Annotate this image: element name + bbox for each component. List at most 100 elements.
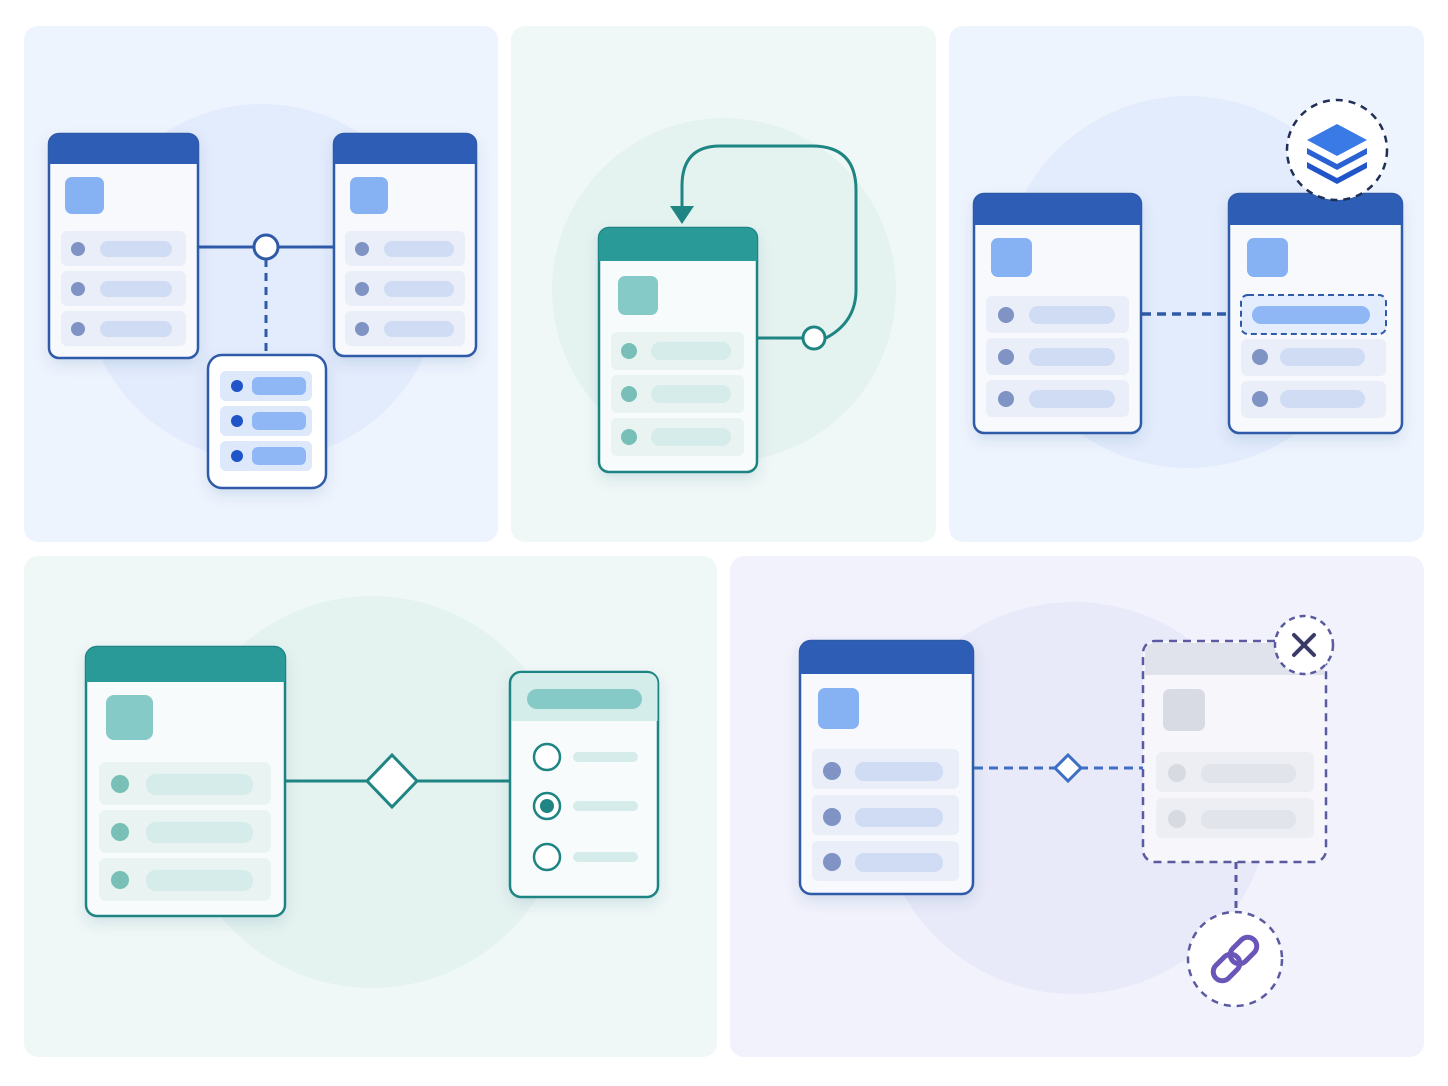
- row-bar: [146, 774, 253, 795]
- row-bar: [1029, 348, 1115, 366]
- row-bar: [855, 853, 943, 872]
- choice-options: [532, 742, 638, 872]
- row-dot: [1252, 349, 1268, 365]
- row-dot: [1252, 391, 1268, 407]
- close-x-icon[interactable]: [1273, 614, 1335, 676]
- row-bar: [1201, 764, 1296, 783]
- row-dot: [1168, 764, 1186, 782]
- card-rows: [61, 231, 186, 346]
- card-avatar-icon: [991, 238, 1032, 277]
- link-badge-circle: [1186, 910, 1284, 1008]
- layers-stack-icon: [1285, 98, 1389, 202]
- card-rows: [812, 749, 959, 881]
- ghost-record-card: [1141, 639, 1328, 864]
- card-avatar-icon: [618, 276, 658, 315]
- row-dot: [231, 380, 243, 392]
- row-bar: [252, 377, 306, 395]
- layer-top: [1307, 124, 1367, 156]
- row-dot: [621, 386, 637, 402]
- layer-middle: [1307, 148, 1367, 170]
- choice-card: [508, 670, 660, 899]
- row-dot: [71, 322, 85, 336]
- row-bar: [384, 241, 454, 257]
- row-bar: [252, 447, 306, 465]
- card-rows: [99, 762, 271, 901]
- row-bar: [100, 281, 172, 297]
- row-bar: [1029, 306, 1115, 324]
- row-bar: [651, 385, 731, 403]
- ghost-avatar-icon: [1163, 689, 1205, 731]
- lookup-rows: [220, 371, 312, 471]
- card-rows: [611, 332, 744, 456]
- option-bar: [573, 852, 638, 862]
- card-avatar-icon: [106, 695, 153, 740]
- diamond-connector-icon: [1052, 752, 1084, 784]
- choice-title-bar: [527, 689, 642, 709]
- row-bar: [384, 281, 454, 297]
- card-header: [49, 134, 198, 164]
- row-dot: [355, 242, 369, 256]
- row-dot: [71, 282, 85, 296]
- row-dot: [355, 322, 369, 336]
- row-dot: [621, 343, 637, 359]
- close-cross: [1292, 633, 1316, 657]
- card-rows: [1240, 294, 1387, 418]
- card-header: [974, 194, 1141, 225]
- option-bar: [573, 752, 638, 762]
- radio-selected-dot: [540, 799, 554, 813]
- row-dot: [111, 823, 129, 841]
- panel-2-self-reference: [597, 144, 858, 474]
- option-bar: [573, 801, 638, 811]
- card-avatar-icon: [1247, 238, 1288, 277]
- row-bar: [855, 762, 943, 781]
- radio-button-icon[interactable]: [532, 842, 562, 872]
- row-bar: [651, 428, 731, 446]
- panel-1-table-with-lookup: [47, 132, 478, 490]
- row-bar: [100, 241, 172, 257]
- row-dot: [621, 429, 637, 445]
- row-bar: [252, 412, 306, 430]
- card-header: [599, 228, 757, 261]
- loop-node: [801, 325, 827, 351]
- row-bar: [1201, 810, 1296, 829]
- row-bar: [1280, 348, 1365, 366]
- row-dot: [823, 808, 841, 826]
- card-body: [508, 670, 660, 899]
- row-dot: [355, 282, 369, 296]
- row-dot: [823, 853, 841, 871]
- row-dot: [111, 775, 129, 793]
- link-segment: [1227, 934, 1260, 967]
- panel-3-layered-link: [972, 98, 1404, 435]
- row-dot: [1168, 810, 1186, 828]
- row-bar: [1280, 390, 1365, 408]
- card-rows: [986, 296, 1129, 417]
- row-bar: [855, 808, 943, 827]
- row-dot: [231, 450, 243, 462]
- card-avatar-icon: [65, 177, 104, 214]
- row-bar: [1252, 306, 1370, 324]
- row-bar: [146, 870, 253, 891]
- row-dot: [998, 349, 1014, 365]
- card-header: [334, 134, 476, 164]
- relation-node: [252, 233, 280, 261]
- row-dot: [231, 415, 243, 427]
- card-header: [1229, 194, 1402, 225]
- row-bar: [146, 822, 253, 843]
- row-dot: [998, 307, 1014, 323]
- row-dot: [823, 762, 841, 780]
- row-bar: [384, 321, 454, 337]
- chain-link-icon: [1186, 910, 1284, 1008]
- row-dot: [71, 242, 85, 256]
- diamond-connector-icon: [364, 752, 420, 810]
- loop-connector: [680, 144, 858, 340]
- arrow-down-icon: [670, 206, 694, 224]
- card-header: [800, 641, 973, 674]
- link-segment: [1210, 951, 1243, 984]
- card-avatar-icon: [818, 688, 859, 729]
- layer-bottom: [1307, 162, 1367, 184]
- panel-4-choice-relation: [84, 645, 660, 918]
- row-bar: [1029, 390, 1115, 408]
- card-rows: [345, 231, 465, 346]
- radio-button-icon[interactable]: [532, 742, 562, 772]
